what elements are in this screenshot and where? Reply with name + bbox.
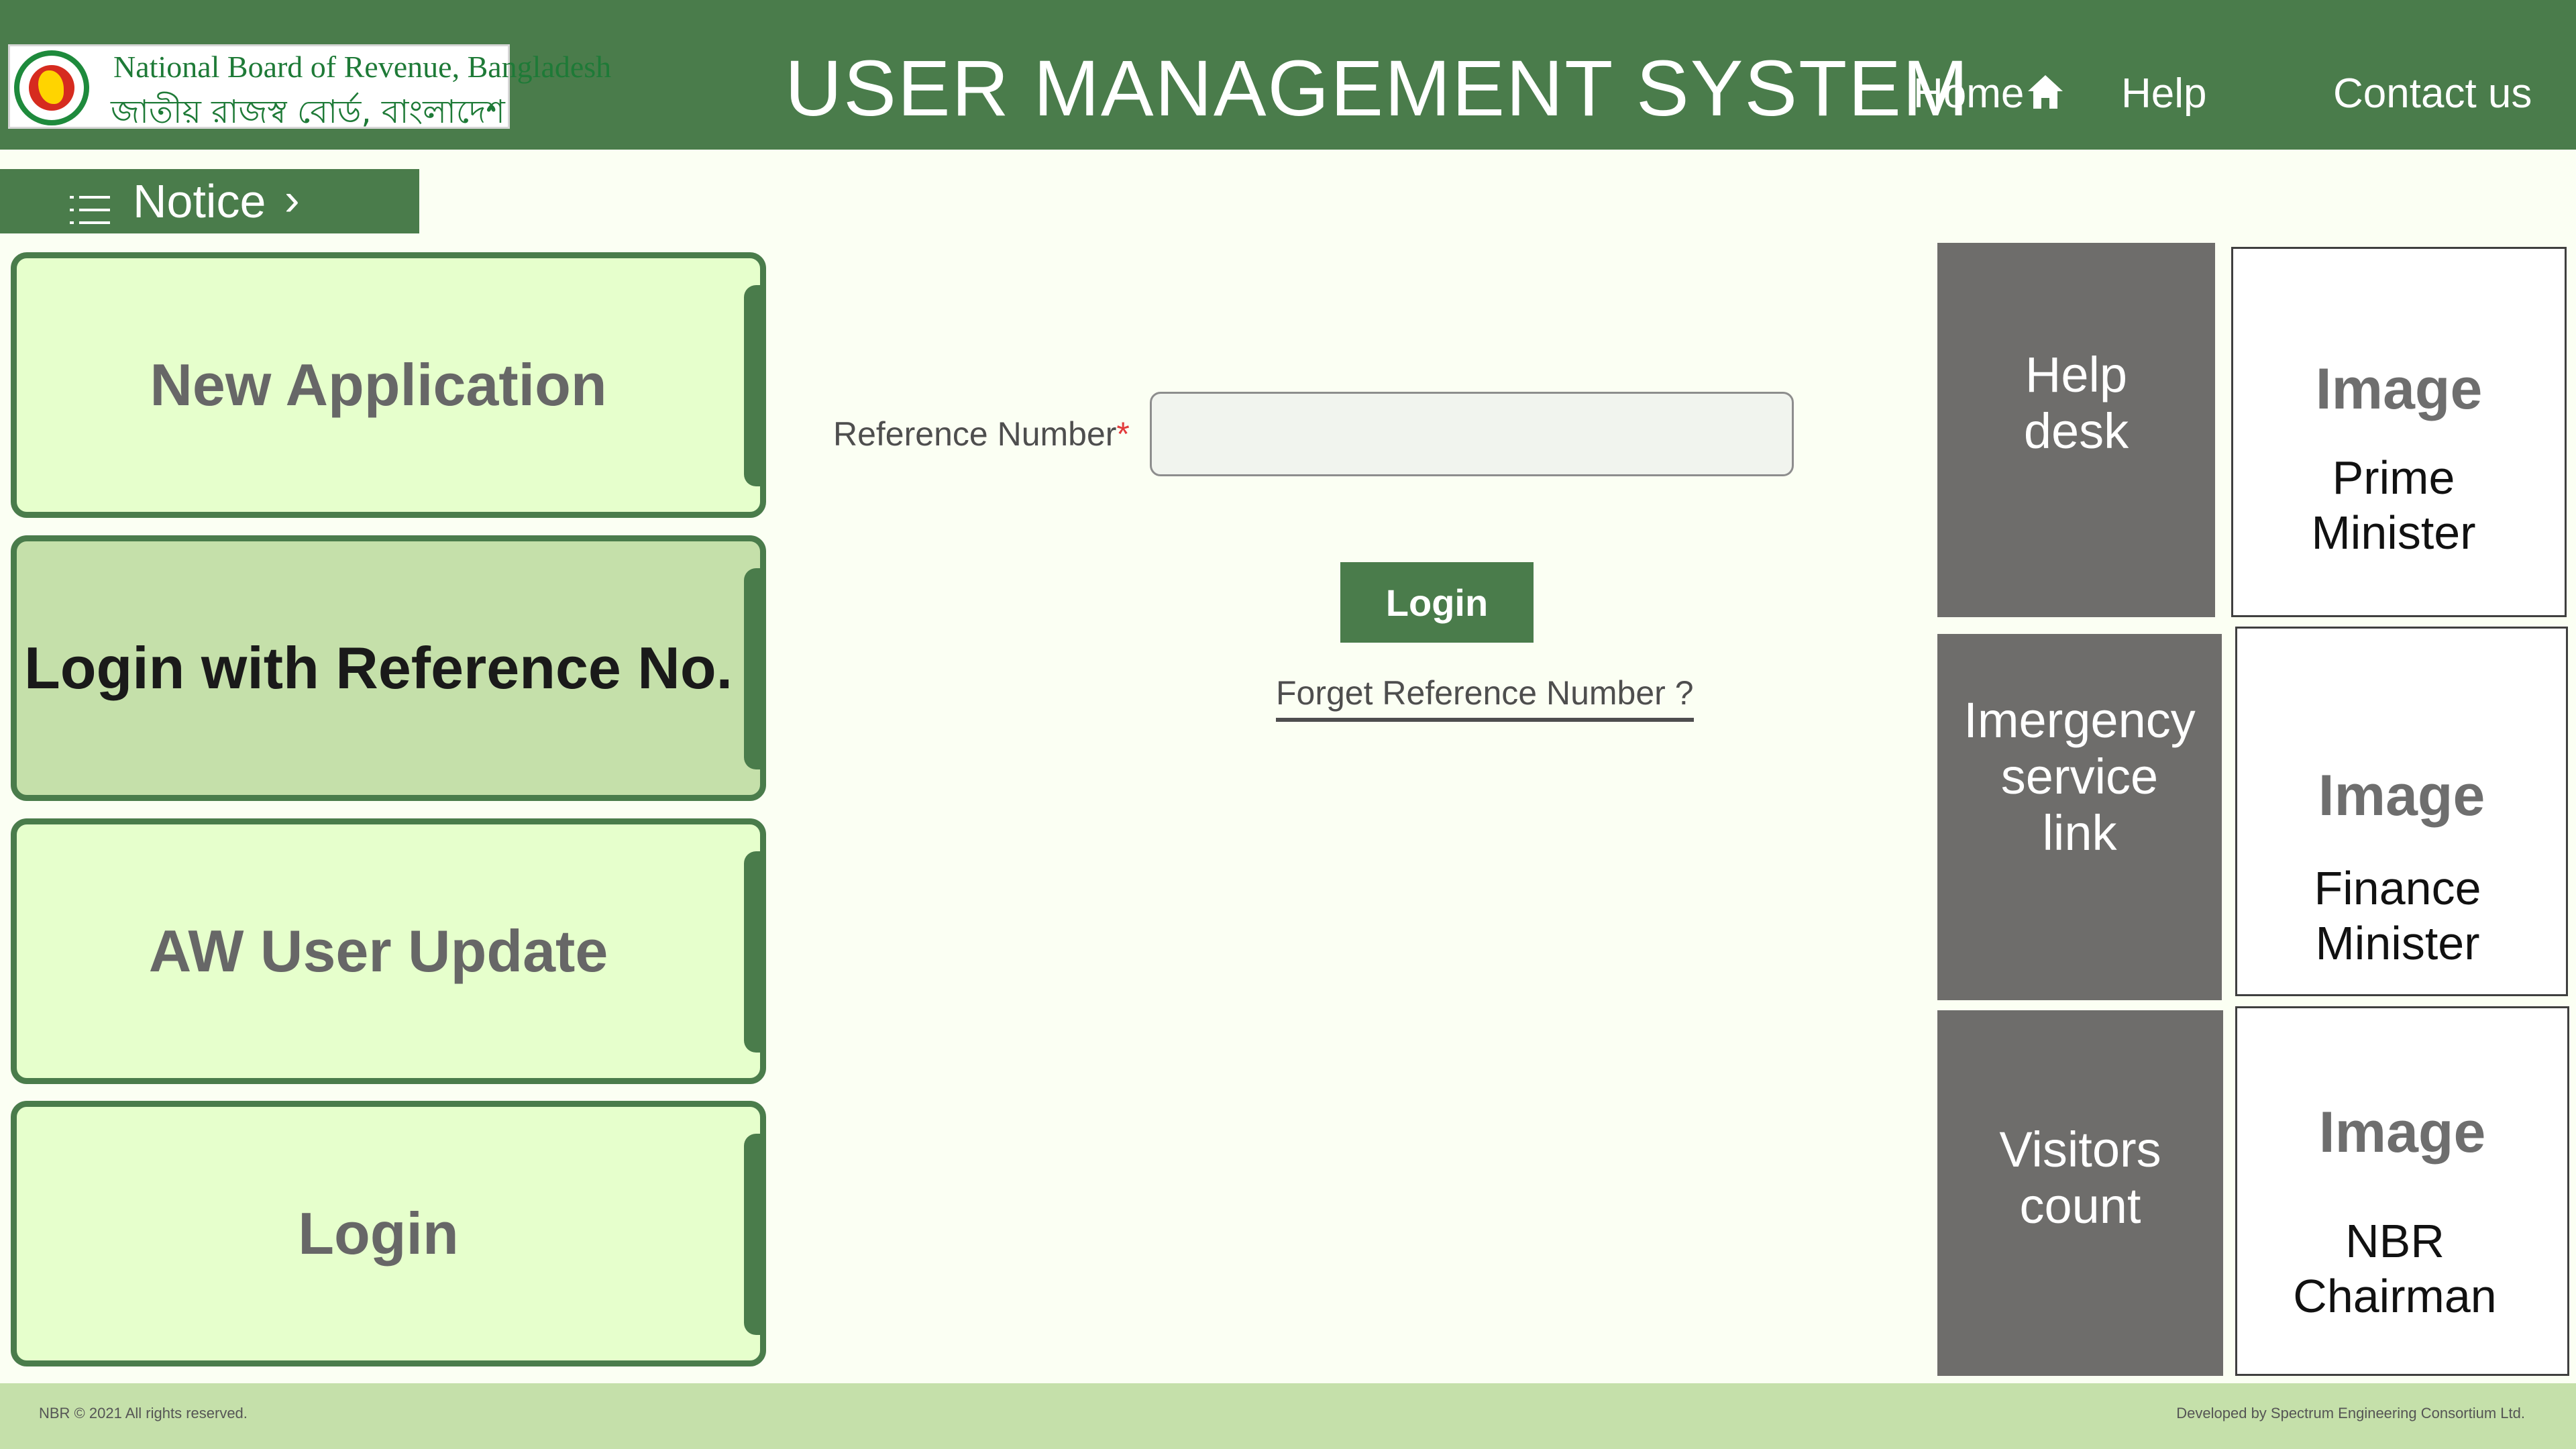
home-icon <box>2027 72 2064 120</box>
menu-aw-user-update[interactable]: AW User Update <box>11 818 766 1084</box>
help-desk-label: Help desk <box>2023 347 2129 459</box>
forget-reference-number-link[interactable]: Forget Reference Number ? <box>1276 674 1694 722</box>
required-asterisk: * <box>1116 415 1130 453</box>
image-placeholder-text: Image <box>2318 763 2485 828</box>
login-button[interactable]: Login <box>1340 562 1534 643</box>
menu-login-with-reference-label: Login with Reference No. <box>23 635 733 701</box>
menu-login[interactable]: Login <box>11 1101 766 1366</box>
reference-number-input[interactable] <box>1150 392 1794 476</box>
image-placeholder-text: Image <box>2315 357 2483 421</box>
nav-help-link[interactable]: Help <box>2121 70 2207 117</box>
prime-minister-image: Image Prime Minister <box>2231 247 2567 617</box>
help-desk-tile[interactable]: Help desk <box>1937 243 2215 617</box>
nav-home-label: Home <box>1913 70 2025 117</box>
image-placeholder-text: Image <box>2318 1100 2486 1165</box>
nbr-chairman-caption: NBR Chairman <box>2293 1215 2497 1322</box>
menu-aw-user-update-label: AW User Update <box>148 918 608 984</box>
menu-login-with-reference[interactable]: Login with Reference No. <box>11 535 766 801</box>
developer-credit: Developed by Spectrum Engineering Consor… <box>2176 1405 2525 1421</box>
page-title: USER MANAGEMENT SYSTEM <box>785 44 1970 133</box>
nav-home-link[interactable]: Home <box>1913 70 2064 120</box>
menu-new-application-label: New Application <box>150 352 607 418</box>
nav-contact-link[interactable]: Contact us <box>2333 70 2532 117</box>
header-bar: National Board of Revenue, Bangladesh জা… <box>0 0 2576 150</box>
visitors-count-label: Visitors count <box>1999 1121 2161 1234</box>
menu-login-label: Login <box>298 1200 459 1267</box>
logo-english-text: National Board of Revenue, Bangladesh <box>113 50 612 84</box>
finance-minister-caption: Finance Minister <box>2314 862 2481 969</box>
notice-label: Notice <box>133 175 266 227</box>
nbr-seal-icon <box>14 50 89 125</box>
reference-number-label-text: Reference Number <box>833 415 1117 453</box>
visitors-count-tile[interactable]: Visitors count <box>1937 1010 2223 1376</box>
list-icon <box>70 184 111 237</box>
logo-bangla-text: জাতীয় রাজস্ব বোর্ড, বাংলাদেশ <box>111 93 505 131</box>
nbr-logo[interactable]: National Board of Revenue, Bangladesh জা… <box>8 44 611 131</box>
footer-bar: NBR © 2021 All rights reserved. Develope… <box>0 1383 2576 1449</box>
emergency-service-link-label: Imergency service link <box>1964 692 2196 861</box>
notice-toggle[interactable]: Notice › <box>0 169 419 233</box>
copyright-text: NBR © 2021 All rights reserved. <box>39 1405 248 1421</box>
nbr-chairman-image: Image NBR Chairman <box>2235 1006 2569 1376</box>
reference-number-label: Reference Number* <box>833 415 1130 453</box>
chevron-right-icon: › <box>284 174 300 225</box>
prime-minister-caption: Prime Minister <box>2311 451 2476 559</box>
emergency-service-link-tile[interactable]: Imergency service link <box>1937 634 2222 1000</box>
menu-new-application[interactable]: New Application <box>11 252 766 518</box>
finance-minister-image: Image Finance Minister <box>2235 627 2568 996</box>
